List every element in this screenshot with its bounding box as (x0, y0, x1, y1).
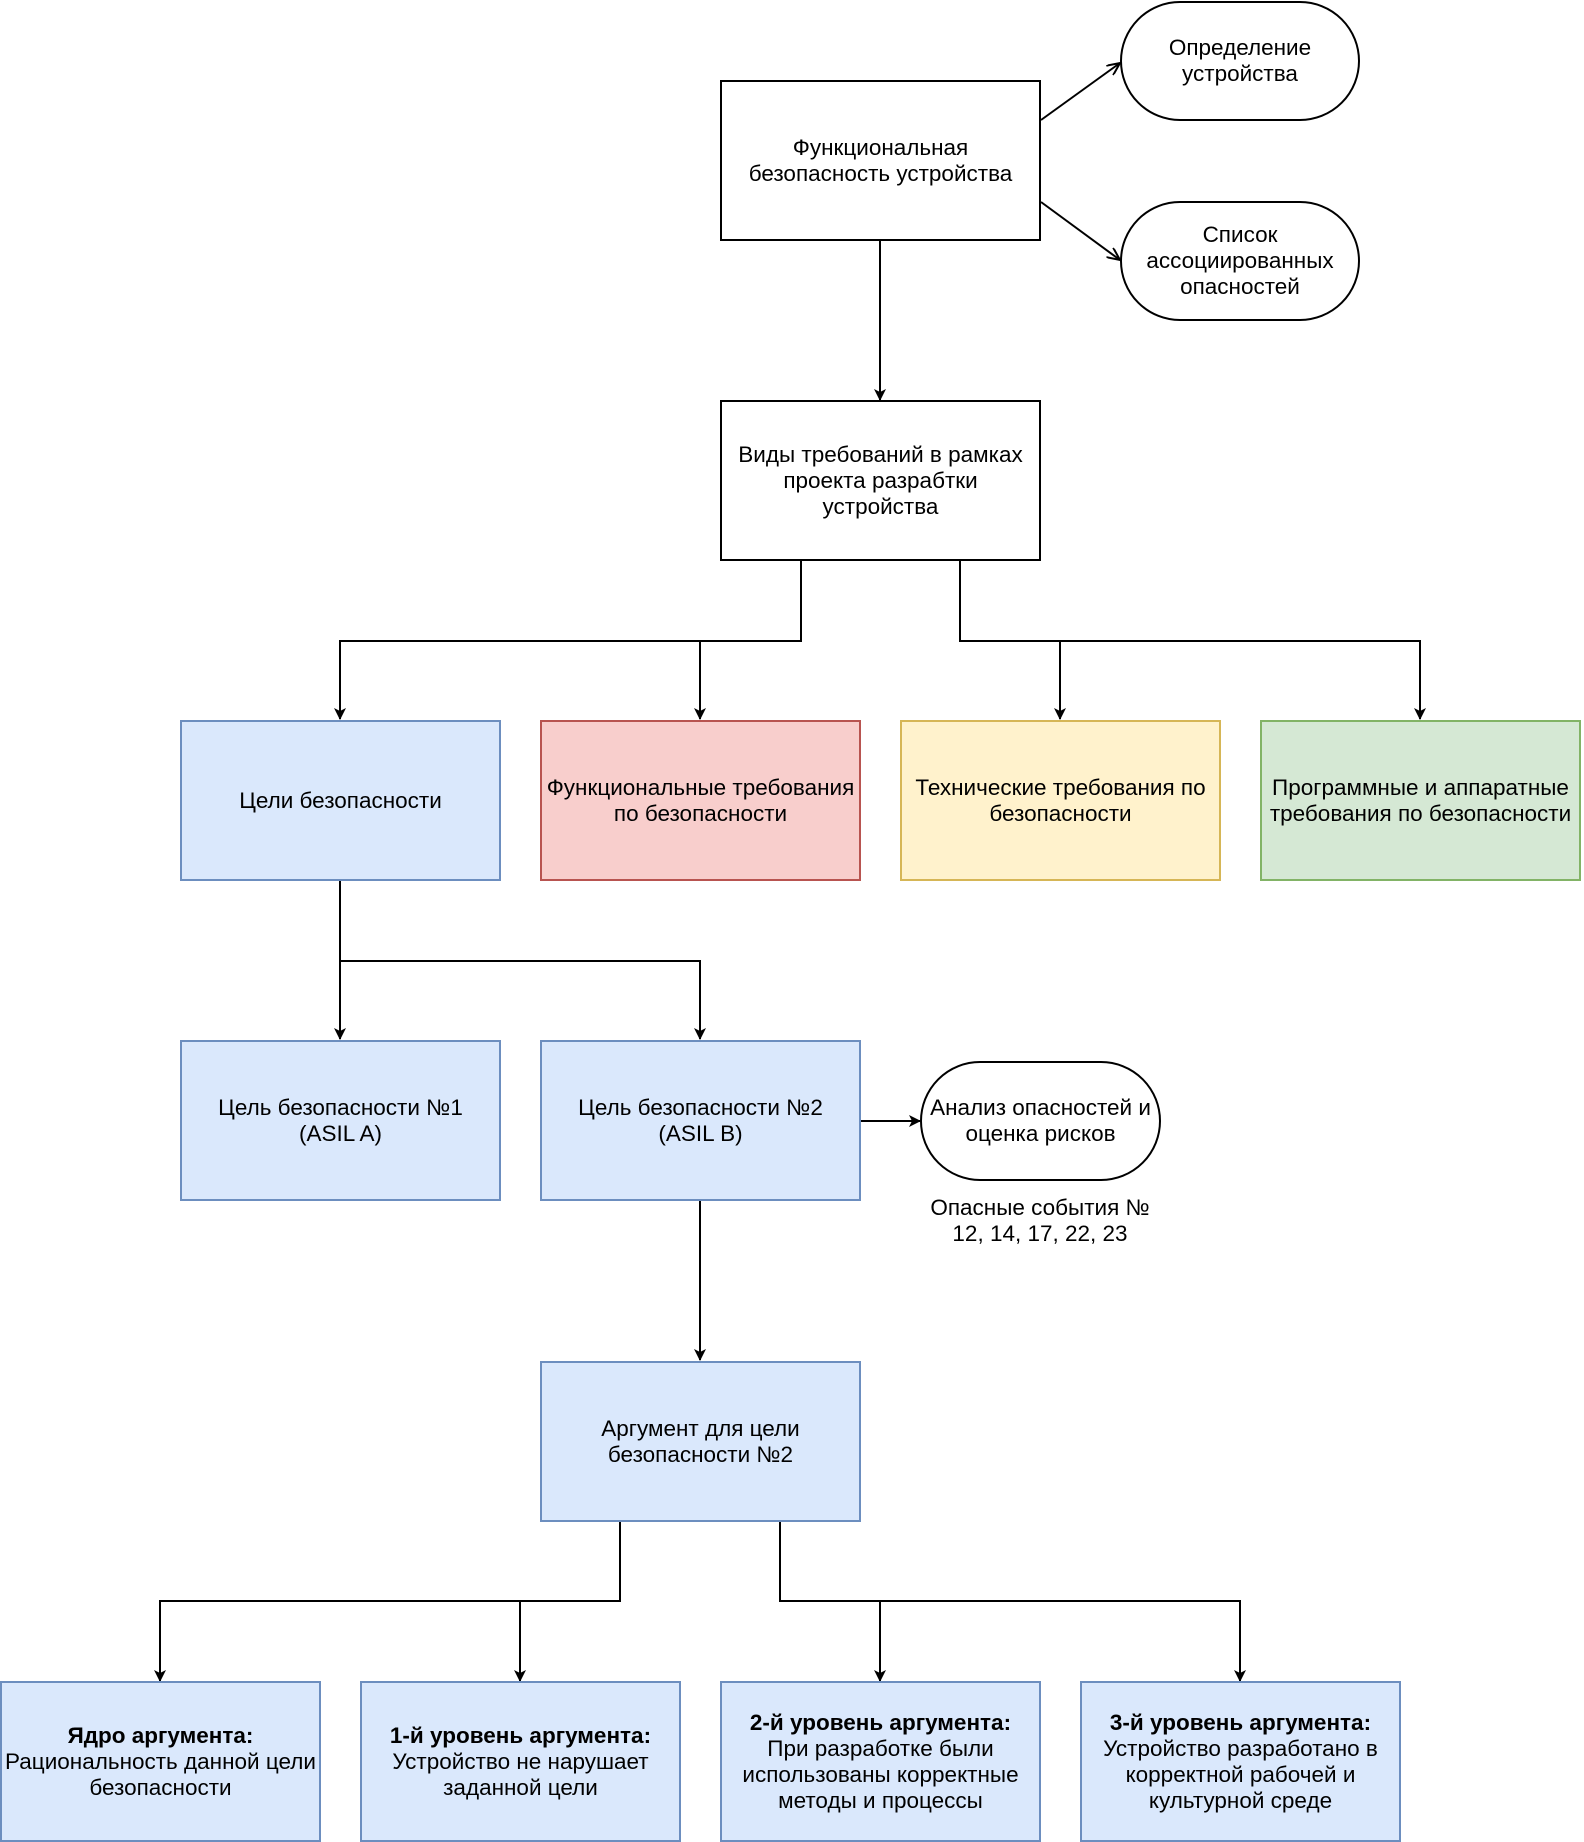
node-requirement-types-line: устройства (822, 493, 939, 519)
node-hazard-list: Список ассоциированных опасностей (1120, 201, 1360, 321)
node-argument-level-2-heading: 2-й уровень аргумента: (749, 1709, 1012, 1735)
node-root: Функциональная безопасность устройства (720, 80, 1041, 241)
node-functional-requirements-line: Функциональные требования (546, 774, 855, 800)
edge-argument-to-level3 (779, 1521, 1246, 1682)
node-argument-level-2-line: использованы корректные (742, 1761, 1019, 1787)
node-device-definition: Определение устройства (1120, 1, 1360, 121)
node-argument-level-1-heading: 1-й уровень аргумента: (389, 1722, 652, 1748)
node-safety-goals: Цели безопасности (180, 720, 501, 881)
node-hw-sw-requirements: Программные и аппаратные требования по б… (1260, 720, 1581, 881)
node-root-line: безопасность устройства (748, 160, 1013, 186)
node-functional-requirements: Функциональные требования по безопасност… (540, 720, 861, 881)
node-hazard-list-line: опасностей (1180, 274, 1300, 299)
node-hazard-list-line: Список (1202, 222, 1278, 247)
node-argument-level-3-line: корректной рабочей и (1125, 1761, 1356, 1787)
node-safety-goal-2-line: Цель безопасности №2 (578, 1094, 823, 1120)
node-argument-level-2-line: При разработке были (767, 1735, 994, 1761)
node-safety-goals-line: Цели безопасности (239, 787, 442, 813)
node-argument-level-2: 2-й уровень аргумента: При разработке бы… (720, 1681, 1041, 1842)
node-device-definition-line: устройства (1182, 61, 1298, 86)
node-argument-level-3-heading: 3-й уровень аргумента: (1109, 1709, 1372, 1735)
edge-root-to-device-def (1040, 63, 1120, 121)
node-argument-line: Аргумент для цели (601, 1415, 800, 1441)
node-root-line: Функциональная (792, 134, 969, 160)
node-hw-sw-requirements-line: требования по безопасности (1269, 800, 1572, 826)
node-argument-core-line: Рациональность данной цели (5, 1748, 316, 1774)
node-hw-sw-requirements-line: Программные и аппаратные (1272, 774, 1569, 800)
node-argument-level-3-line: культурной среде (1148, 1787, 1333, 1813)
node-hazard-analysis-line: Анализ опасностей и (930, 1095, 1151, 1120)
node-hazard-analysis: Анализ опасностей и оценка рисков (920, 1061, 1161, 1181)
node-argument-level-3-line: Устройство разработано в (1103, 1735, 1378, 1761)
node-device-definition-line: Определение (1168, 35, 1312, 60)
node-argument-core-line: безопасности (89, 1774, 232, 1800)
node-safety-goal-1-line: (ASIL A) (299, 1120, 382, 1146)
node-argument-level-1-line: заданной цели (443, 1774, 598, 1800)
edge-goals-to-goal2 (339, 881, 706, 1040)
node-argument-level-2-line: методы и процессы (778, 1787, 983, 1813)
node-argument-core-heading: Ядро аргумента: (67, 1722, 254, 1748)
node-technical-requirements: Технические требования по безопасности (900, 720, 1221, 881)
hazard-events-note: Опасные события № 12, 14, 17, 22, 23 (910, 1195, 1170, 1247)
node-argument: Аргумент для цели безопасности №2 (540, 1361, 861, 1522)
node-technical-requirements-line: безопасности (989, 800, 1132, 826)
node-argument-level-3: 3-й уровень аргумента: Устройство разраб… (1080, 1681, 1401, 1842)
node-argument-level-1-line: Устройство не нарушает (392, 1748, 649, 1774)
node-argument-line: безопасности №2 (607, 1441, 794, 1467)
node-safety-goal-2: Цель безопасности №2 (ASIL B) (540, 1040, 861, 1201)
node-requirement-types: Виды требований в рамках проекта разрабт… (720, 400, 1041, 561)
node-requirement-types-line: проекта разрабтки (783, 467, 978, 493)
node-safety-goal-1: Цель безопасности №1 (ASIL A) (180, 1040, 501, 1201)
node-technical-requirements-line: Технические требования по (915, 774, 1206, 800)
hazard-events-note-line: Опасные события № (930, 1195, 1150, 1220)
node-safety-goal-2-line: (ASIL B) (658, 1120, 743, 1146)
node-functional-requirements-line: по безопасности (613, 800, 788, 826)
node-hazard-analysis-line: оценка рисков (965, 1121, 1116, 1146)
node-argument-core: Ядро аргумента: Рациональность данной це… (0, 1681, 321, 1842)
edge-req-to-func-req (694, 561, 802, 720)
edge-root-to-hazard-list (1040, 201, 1120, 260)
node-requirement-types-line: Виды требований в рамках (738, 441, 1023, 467)
node-argument-level-1: 1-й уровень аргумента: Устройство не нар… (360, 1681, 681, 1842)
edge-argument-to-level1 (514, 1521, 621, 1682)
edge-req-to-hw-sw-req (959, 561, 1426, 720)
node-hazard-list-line: ассоциированных (1146, 248, 1334, 273)
node-safety-goal-1-line: Цель безопасности №1 (218, 1094, 463, 1120)
hazard-events-note-line: 12, 14, 17, 22, 23 (952, 1221, 1128, 1246)
